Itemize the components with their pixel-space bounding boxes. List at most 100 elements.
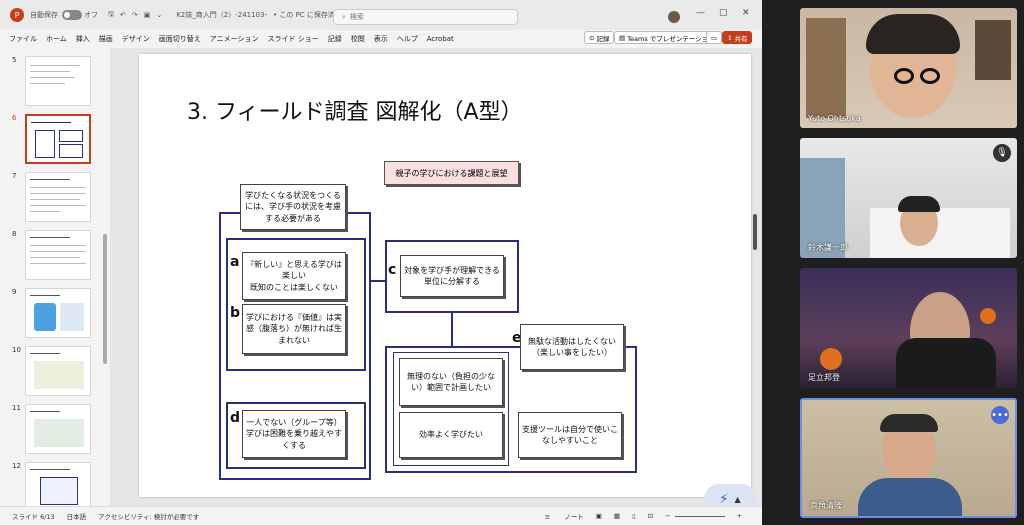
autosave-label: 自動保存 bbox=[30, 11, 58, 19]
participant-tile-2[interactable]: 鈴木謙一郎 🎙 bbox=[800, 138, 1017, 258]
label-c: c bbox=[388, 262, 397, 278]
notes-label: ノート bbox=[564, 513, 584, 521]
customize-icon[interactable]: ⌄ bbox=[156, 11, 163, 19]
share-label: 共有 bbox=[734, 34, 748, 43]
participant-name: Yuto Ohtsuka bbox=[808, 114, 861, 123]
tab-slideshow[interactable]: スライド ショー bbox=[267, 35, 319, 43]
tab-file[interactable]: ファイル bbox=[9, 35, 37, 43]
label-e: e bbox=[512, 330, 522, 346]
thumb-number: 5 bbox=[12, 56, 17, 64]
thumb-number: 6 bbox=[12, 114, 17, 122]
sorter-view-icon[interactable]: ▦ bbox=[613, 512, 621, 520]
zoom-in-icon[interactable]: + bbox=[736, 512, 742, 520]
group-frame-ab bbox=[226, 238, 366, 371]
box-inner-1[interactable]: 無理のない（負担の少ない）範囲で計画したい bbox=[399, 358, 503, 406]
group-frame-e bbox=[385, 346, 637, 473]
powerpoint-logo-icon: P bbox=[10, 8, 24, 22]
tab-view[interactable]: 表示 bbox=[373, 35, 388, 43]
box-d[interactable]: 一人でない（グループ等）学びは困難を乗り越えやすくする bbox=[242, 410, 346, 458]
search-input[interactable]: ⌕ 検索 bbox=[333, 9, 518, 25]
thumb-number: 8 bbox=[12, 230, 17, 238]
notes-button[interactable]: ≡ ノート bbox=[544, 513, 584, 521]
thumb-number: 7 bbox=[12, 172, 17, 180]
thumbnail-scrollbar[interactable] bbox=[103, 234, 107, 364]
slide-thumbnail-8[interactable] bbox=[25, 230, 91, 280]
box-b[interactable]: 学びにおける『価値』は実感（腹落ち）が無ければ生まれない bbox=[242, 304, 346, 354]
slide-scrollbar[interactable] bbox=[753, 214, 757, 250]
search-placeholder: 検索 bbox=[349, 13, 364, 21]
connector-line bbox=[451, 313, 453, 346]
tab-help[interactable]: ヘルプ bbox=[396, 35, 418, 43]
save-icon[interactable]: 🖫 bbox=[108, 9, 114, 18]
ribbon-tabs: ファイル ホーム 挿入 描画 デザイン 画面切り替え アニメーション スライド … bbox=[0, 30, 762, 48]
tab-home[interactable]: ホーム bbox=[46, 35, 67, 43]
more-options-icon[interactable]: ••• bbox=[991, 406, 1009, 424]
tab-design[interactable]: デザイン bbox=[121, 35, 150, 43]
tab-acrobat[interactable]: Acrobat bbox=[426, 35, 454, 43]
teams-present-button[interactable]: ▤ Teams でプレゼンテーション bbox=[614, 31, 720, 44]
undo-icon[interactable]: ↶ bbox=[119, 11, 126, 19]
slide-thumbnail-6[interactable] bbox=[25, 114, 91, 164]
close-icon[interactable]: ✕ bbox=[742, 8, 750, 18]
reading-view-icon[interactable]: ▯ bbox=[632, 512, 636, 520]
box-c[interactable]: 対象を学び手が理解できる単位に分解する bbox=[400, 255, 504, 297]
status-bar: スライド 6/13 日本語 アクセシビリティ: 検討が必要です ≡ ノート ▣ … bbox=[0, 506, 762, 525]
title-bar: P 自動保存 オフ 🖫 ↶ ↷ ▣ ⌄ K2誌_商入門（2）-241103- •… bbox=[0, 0, 762, 30]
slide-thumbnail-pane: 5 6 7 8 9 10 11 bbox=[0, 48, 110, 512]
slideshow-icon[interactable]: ⊡ bbox=[647, 512, 654, 520]
box-inner-3[interactable]: 支援ツールは自分で使いこなしやすいこと bbox=[518, 412, 622, 458]
share-button[interactable]: ⇪ 共有 bbox=[722, 31, 753, 44]
slide-thumbnail-12[interactable] bbox=[25, 462, 91, 512]
redo-icon[interactable]: ↷ bbox=[131, 11, 138, 19]
slide-title: 3. フィールド調査 図解化（A型） bbox=[187, 100, 523, 125]
mic-off-icon: 🎙 bbox=[993, 144, 1011, 162]
tab-transitions[interactable]: 画面切り替え bbox=[158, 35, 201, 43]
maximize-icon[interactable]: ▢ bbox=[719, 8, 728, 18]
slide-thumbnail-10[interactable] bbox=[25, 346, 91, 396]
box-a[interactable]: 『新しい』と思える学びは楽しい 既知のことは楽しくない bbox=[242, 252, 346, 300]
share-icon: ⇪ bbox=[727, 33, 733, 42]
normal-view-icon[interactable]: ▣ bbox=[595, 512, 602, 520]
autosave-toggle[interactable] bbox=[62, 10, 82, 20]
search-icon: ⌕ bbox=[342, 12, 346, 21]
slide-thumbnail-7[interactable] bbox=[25, 172, 91, 222]
present-icon[interactable]: ▣ bbox=[143, 11, 151, 19]
record-button[interactable]: ⊙ 記録 bbox=[584, 31, 615, 44]
tab-draw[interactable]: 描画 bbox=[98, 35, 113, 43]
group-frame-inner bbox=[393, 352, 509, 466]
slide-thumbnail-11[interactable] bbox=[25, 404, 91, 454]
tab-animations[interactable]: アニメーション bbox=[209, 35, 259, 43]
teams-icon: ▤ bbox=[619, 33, 626, 42]
slide-counter: スライド 6/13 bbox=[12, 513, 55, 521]
account-avatar[interactable] bbox=[668, 11, 680, 23]
label-b: b bbox=[230, 305, 241, 321]
slide-thumbnail-5[interactable] bbox=[25, 56, 91, 106]
thumb-number: 11 bbox=[12, 404, 21, 412]
box-e[interactable]: 無駄な活動はしたくない（楽しい事をしたい） bbox=[520, 324, 624, 370]
zoom-out-icon[interactable]: − bbox=[665, 512, 671, 520]
participant-tile-1[interactable]: Yuto Ohtsuka bbox=[800, 8, 1017, 128]
thumb-number: 12 bbox=[12, 462, 21, 470]
top-box[interactable]: 学びたくなる状況をつくるには、学び手の状況を考慮する必要がある bbox=[240, 184, 346, 230]
participant-tile-3[interactable]: 足立邦登 bbox=[800, 268, 1017, 388]
record-icon: ⊙ bbox=[589, 33, 595, 42]
slide-thumbnail-9[interactable] bbox=[25, 288, 91, 338]
box-inner-2[interactable]: 効率よく学びたい bbox=[399, 412, 503, 458]
zoom-slider[interactable] bbox=[674, 515, 725, 517]
connector-line bbox=[371, 280, 385, 282]
diagram-heading[interactable]: 親子の学びにおける課題と展望 bbox=[384, 161, 519, 185]
comments-icon[interactable]: ▭ bbox=[706, 31, 723, 44]
participant-name: 両角清隆 bbox=[810, 501, 842, 510]
accessibility-status[interactable]: アクセシビリティ: 検討が必要です bbox=[98, 513, 200, 521]
participant-name: 鈴木謙一郎 bbox=[808, 243, 848, 252]
tab-review[interactable]: 校閲 bbox=[350, 35, 365, 43]
tab-record[interactable]: 記録 bbox=[327, 35, 342, 43]
minimize-icon[interactable]: — bbox=[696, 8, 705, 18]
save-status: • この PC に保存済み bbox=[273, 11, 342, 19]
language-indicator[interactable]: 日本語 bbox=[66, 513, 87, 521]
participant-tile-4[interactable]: 両角清隆 ••• bbox=[800, 398, 1017, 518]
tab-insert[interactable]: 挿入 bbox=[75, 35, 90, 43]
participant-name: 足立邦登 bbox=[808, 373, 840, 382]
autosave-state: オフ bbox=[84, 11, 98, 19]
group-frame-c bbox=[385, 240, 519, 313]
